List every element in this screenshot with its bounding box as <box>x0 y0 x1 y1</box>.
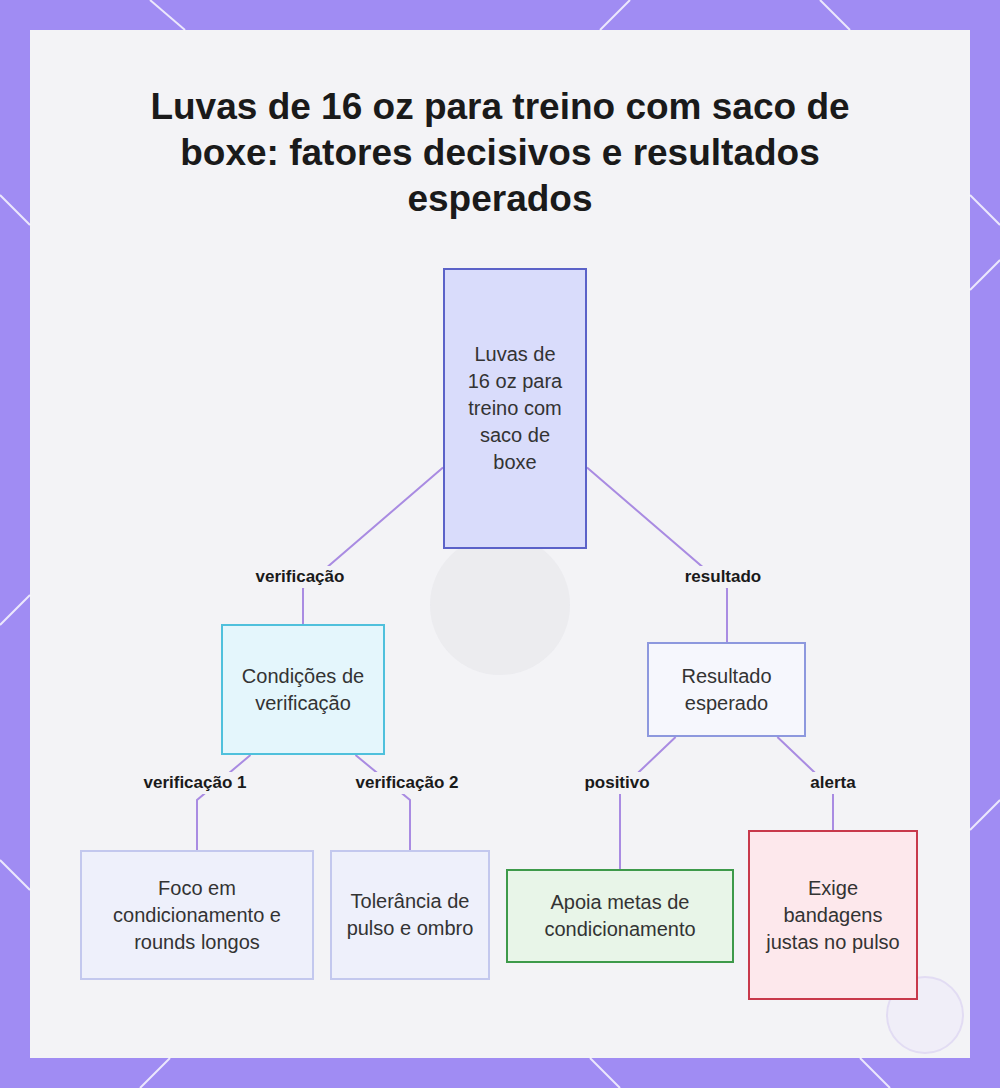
node-text: Exige bandagens justas no pulso <box>764 875 902 956</box>
diagram-title: Luvas de 16 oz para treino com saco de b… <box>140 84 860 222</box>
node-text: Luvas de 16 oz para treino com saco de b… <box>465 341 565 476</box>
node-text: Resultado esperado <box>661 663 792 717</box>
node-text: Condições de verificação <box>237 663 369 717</box>
edge-label: alerta <box>806 772 859 794</box>
connector-line <box>355 755 410 850</box>
process-box: Resultado esperado <box>647 642 806 737</box>
connector-line <box>197 755 251 850</box>
process-box: Exige bandagens justas no pulso <box>748 830 918 1000</box>
edge-label: verificação <box>252 566 349 588</box>
process-box: Apoia metas de condicionamento <box>506 869 734 963</box>
root-box: Luvas de 16 oz para treino com saco de b… <box>443 268 587 549</box>
edge-label: positivo <box>580 772 653 794</box>
node-text: Tolerância de pulso e ombro <box>344 888 476 942</box>
connector-line <box>303 468 443 624</box>
connector-line <box>587 468 727 642</box>
edge-label: verificação 1 <box>139 772 250 794</box>
edge-label: resultado <box>681 566 766 588</box>
process-box: Tolerância de pulso e ombro <box>330 850 490 980</box>
process-box: Condições de verificação <box>221 624 385 755</box>
connector-line <box>620 737 676 869</box>
process-box: Foco em condicionamento e rounds longos <box>80 850 314 980</box>
edge-label: verificação 2 <box>351 772 462 794</box>
node-text: Apoia metas de condicionamento <box>518 889 722 943</box>
node-text: Foco em condicionamento e rounds longos <box>94 875 300 956</box>
